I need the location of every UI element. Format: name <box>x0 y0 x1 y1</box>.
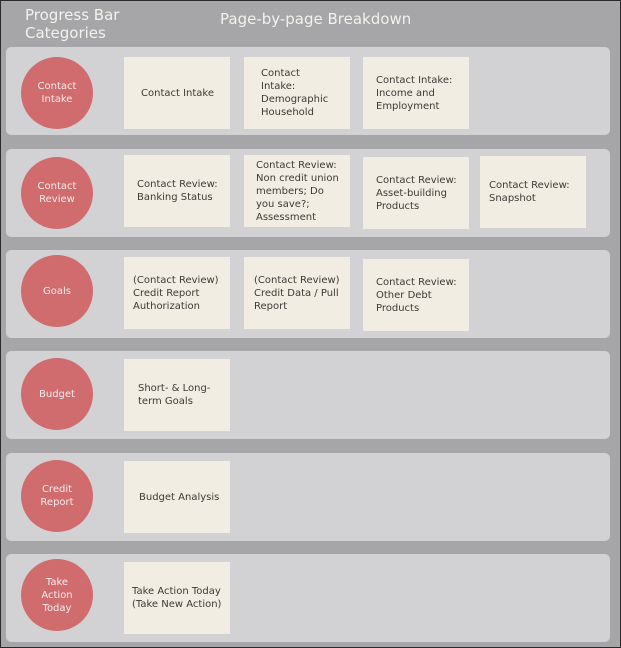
page-card-line: Contact <box>261 68 300 79</box>
page-card-line: term Goals <box>138 396 193 407</box>
category-row-take-action-today <box>6 554 610 642</box>
page-card-line: (Contact Review) <box>133 274 219 286</box>
category-label-line: Today <box>42 602 72 614</box>
category-row-budget <box>6 351 610 439</box>
page-card-line: Contact Review: <box>376 276 457 288</box>
page-card: Contact Intake <box>124 57 230 129</box>
page-card: Contact Review: Banking Status <box>124 155 230 227</box>
page-card-line: Short- & Long- <box>138 383 211 394</box>
page-card: (Contact Review) Credit Report Authoriza… <box>124 257 230 329</box>
category-label-line: Action <box>41 589 73 601</box>
page-card-line: Banking Status <box>137 192 213 203</box>
page-card: (Contact Review) Credit Data / Pull Repo… <box>244 257 350 329</box>
page-card: Take Action Today (Take New Action) <box>124 562 230 634</box>
page-card-line: Contact Intake: <box>376 74 453 86</box>
heading-line-1: Progress Bar <box>25 6 120 24</box>
page-card-line: Contact Review: <box>256 159 337 171</box>
page-card-line: Employment <box>376 100 440 112</box>
category-circle-goals: Goals <box>21 255 93 327</box>
page-card-line: Other Debt <box>376 289 432 301</box>
page-card: Contact Intake: Demographic Household <box>244 57 350 129</box>
page-card-line: Contact Review: <box>489 180 570 191</box>
page-card-line: Demographic <box>261 94 329 105</box>
page-card-line: Contact Review: <box>137 179 218 190</box>
page-card-line: Contact Intake <box>141 87 215 99</box>
page-card: Contact Intake: Income and Employment <box>363 57 469 129</box>
page-card-line: (Contact Review) <box>254 274 340 286</box>
page-card-line: you save?; <box>256 198 310 210</box>
progress-bar-categories-heading: Progress Bar Categories <box>25 6 145 42</box>
category-label-line: Review <box>39 194 75 205</box>
page-card-line: Household <box>261 107 314 118</box>
category-label-line: Goals <box>43 285 71 297</box>
page-card-line: (Take New Action) <box>132 599 222 610</box>
page-card-line: Products <box>376 200 420 212</box>
category-label-line: Budget <box>39 388 75 400</box>
page-card-line: Authorization <box>133 300 200 312</box>
page-card-line: Credit Data / Pull <box>254 287 339 299</box>
category-label-line: Contact <box>37 181 77 192</box>
page-card-line: Snapshot <box>489 193 536 204</box>
category-label-line: Credit <box>41 484 73 495</box>
page-card-line: Non credit union <box>256 172 339 184</box>
category-label-line: Take <box>45 576 69 588</box>
page-card-line: Intake: <box>261 81 296 92</box>
page-card: Budget Analysis <box>124 461 230 533</box>
page-card-line: Contact Review: <box>376 174 457 186</box>
page-card: Contact Review: Asset-building Products <box>363 157 469 229</box>
page-card-line: Take Action Today <box>132 586 221 597</box>
page-card-line: Budget Analysis <box>139 491 220 503</box>
category-label-line: Intake <box>41 94 73 105</box>
page-card: Contact Review: Non credit union members… <box>244 155 350 227</box>
category-label-line: Contact <box>37 81 77 92</box>
page-card-line: Assessment <box>256 211 316 223</box>
page-card-line: Report <box>254 300 288 312</box>
page-breakdown-heading: Page-by-page Breakdown <box>220 10 412 28</box>
category-label-line: Report <box>40 497 74 508</box>
page-card-line: Income and <box>376 87 435 99</box>
category-circle-take-action-today: Take Action Today <box>21 559 93 631</box>
page-card: Short- & Long- term Goals <box>124 359 230 431</box>
category-row-credit-report <box>6 453 610 541</box>
page-card: Contact Review: Snapshot <box>480 156 586 228</box>
page-card-line: Products <box>376 302 420 314</box>
category-circle-budget: Budget <box>21 358 93 430</box>
page-card-line: Asset-building <box>376 187 447 199</box>
page-card: Contact Review: Other Debt Products <box>363 259 469 331</box>
page-card-line: members; Do <box>256 185 324 197</box>
heading-line-2: Categories <box>25 24 106 42</box>
page-card-line: Credit Report <box>133 287 200 299</box>
